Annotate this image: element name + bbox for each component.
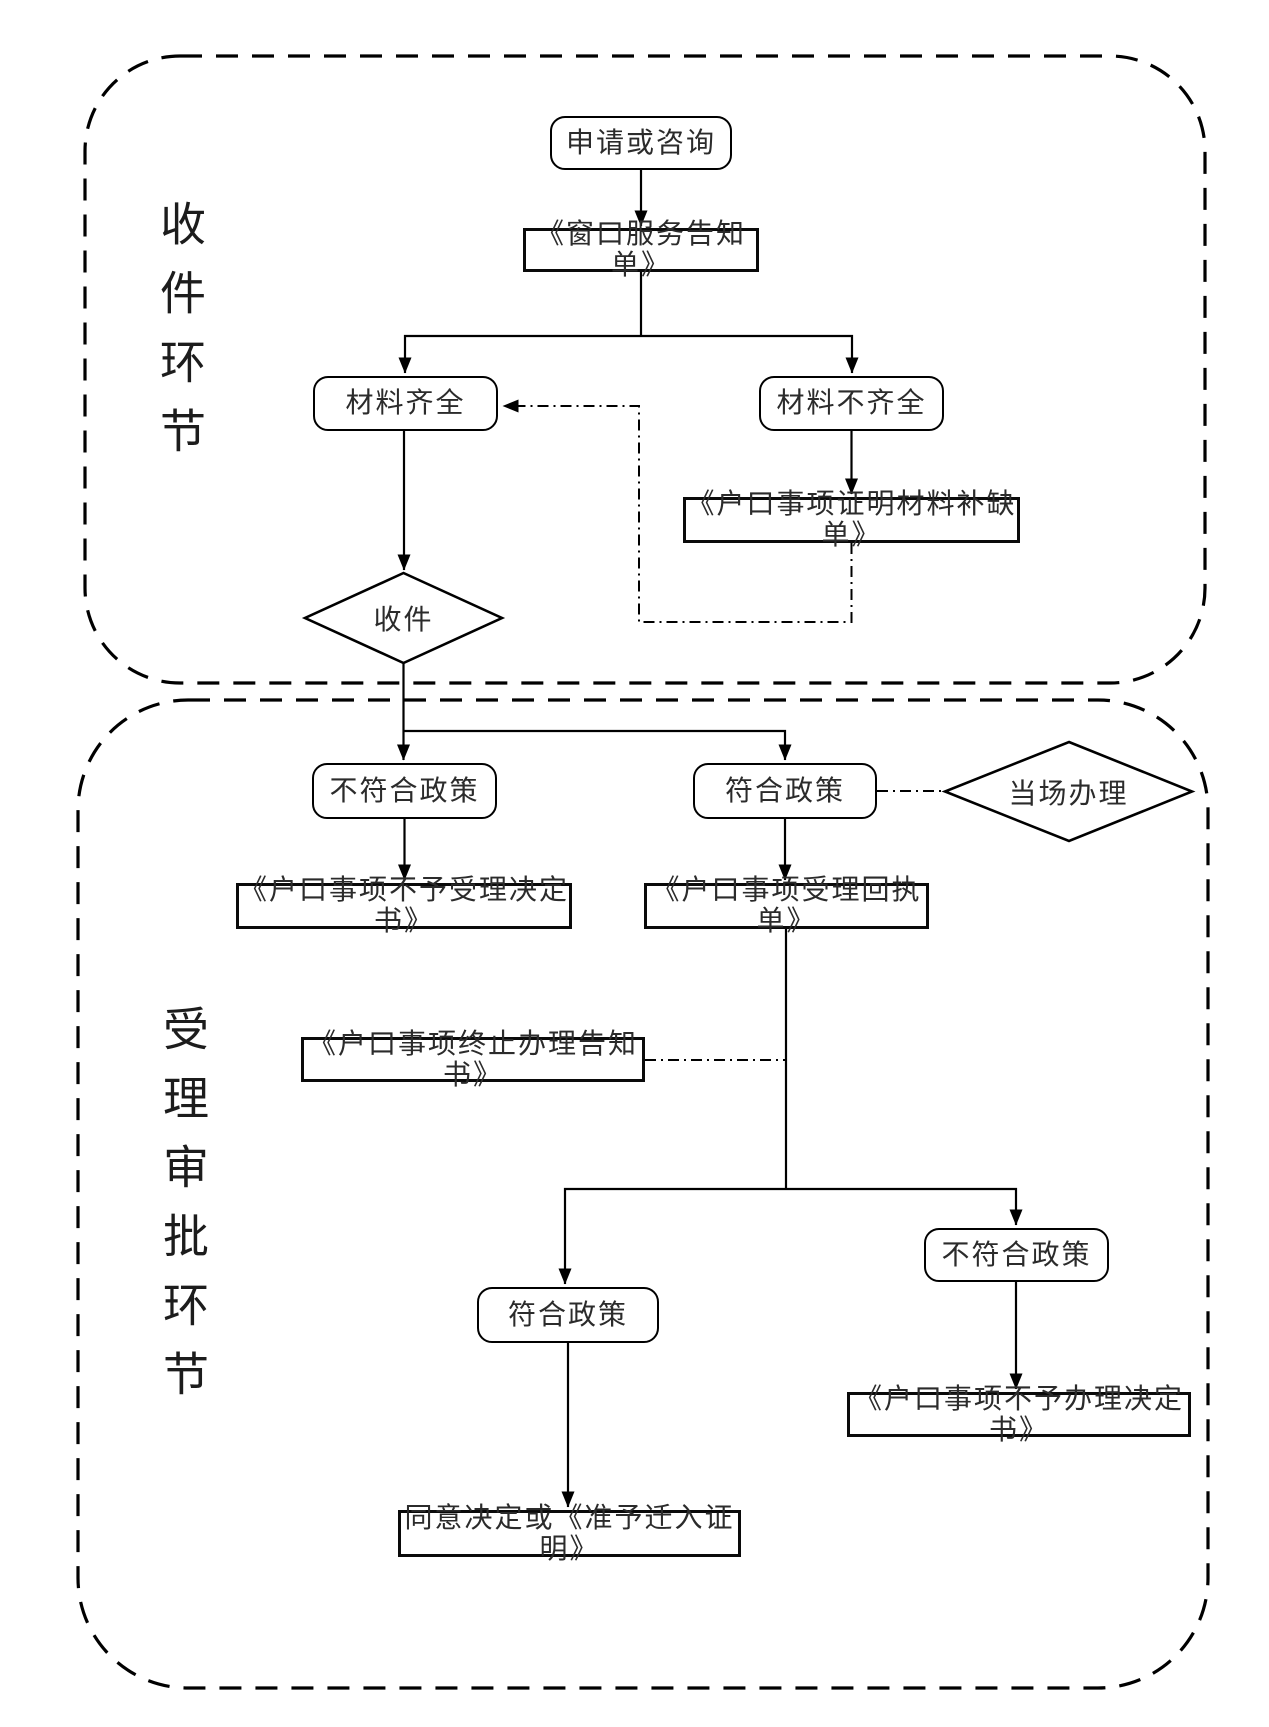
dash-dot-links (502, 399, 943, 1061)
node-missing-materials-list: 《户口事项证明材料补缺单》 (683, 488, 1020, 550)
node-receive-decision: 收件 (373, 604, 434, 635)
node-onsite-handle: 当场办理 (1008, 778, 1129, 809)
intake-section-label: 收件环节 (154, 200, 206, 476)
node-policy-not-met-1: 不符合政策 (312, 763, 497, 819)
node-approval-or-move-in-permit: 同意决定或《准予迁入证明》 (398, 1502, 741, 1563)
node-not-accept-decision-doc: 《户口事项不予受理决定书》 (236, 874, 572, 936)
node-termination-notice-doc: 《户口事项终止办理告知书》 (301, 1028, 645, 1089)
receive-diamond (301, 571, 506, 665)
node-materials-complete: 材料齐全 (313, 376, 498, 431)
node-policy-met-1: 符合政策 (693, 763, 877, 819)
node-window-service-notice: 《窗口服务告知单》 (523, 218, 759, 280)
solid-arrows (397, 170, 1023, 1508)
node-not-process-decision-doc: 《户口事项不予办理决定书》 (847, 1383, 1191, 1444)
review-section-label: 受理审批环节 (157, 1005, 209, 1419)
node-apply: 申请或咨询 (550, 116, 732, 170)
onsite-diamond (941, 740, 1196, 843)
node-policy-met-2: 符合政策 (477, 1287, 659, 1343)
intake-section-border (83, 54, 1207, 685)
node-materials-incomplete: 材料不齐全 (759, 376, 944, 431)
node-policy-not-met-2: 不符合政策 (924, 1228, 1109, 1282)
node-acceptance-receipt-doc: 《户口事项受理回执单》 (644, 874, 929, 936)
